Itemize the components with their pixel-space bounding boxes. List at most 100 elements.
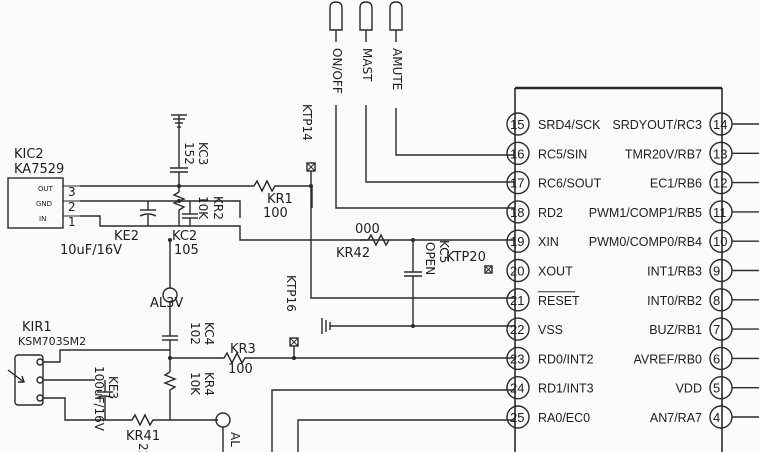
ke3-ref: KE3 bbox=[106, 376, 120, 399]
ic-pin-number: 13 bbox=[713, 146, 727, 161]
kr3-val: 100 bbox=[228, 362, 253, 377]
wire-mast bbox=[365, 105, 515, 183]
connector-mast: MAST bbox=[359, 1, 374, 82]
kr42-val: 000 bbox=[355, 222, 380, 237]
kr42-resistor bbox=[360, 233, 390, 247]
ic-pin-label: PWM0/COMP0/RB4 bbox=[589, 235, 702, 249]
ic-pin-left: 18 RD2 bbox=[506, 200, 563, 224]
ic-pin-number: 21 bbox=[510, 293, 524, 308]
ic-pin-number: 7 bbox=[713, 322, 720, 337]
ic-pin-label: EC1/RB6 bbox=[650, 177, 702, 191]
kc4-val: 102 bbox=[188, 322, 202, 345]
ic-pin-label: RESET bbox=[538, 294, 580, 308]
ktp14-testpoint bbox=[306, 162, 316, 188]
ktp16-testpoint bbox=[289, 337, 299, 360]
connector-amute: AMUTE bbox=[389, 1, 404, 90]
ic-pin-number: 22 bbox=[510, 322, 524, 337]
kr3-resistor bbox=[170, 351, 515, 365]
ic-pin-label: XIN bbox=[538, 235, 559, 249]
kc3-capacitor bbox=[170, 155, 188, 186]
kr1-ref: KR1 bbox=[267, 192, 293, 207]
kic2-pin-3: 3 bbox=[68, 185, 76, 199]
kic2-pin-gnd: GND bbox=[36, 200, 52, 208]
ic-pin-number: 5 bbox=[713, 381, 720, 396]
ic-pin-label: RD1/INT3 bbox=[538, 382, 594, 396]
ic-pin-left: 25 RA0/EC0 bbox=[506, 405, 590, 429]
ground-symbol-vss bbox=[321, 318, 331, 334]
ic-pin-label: AN7/RA7 bbox=[650, 411, 702, 425]
ic-pin-label: RD2 bbox=[538, 206, 563, 220]
kic2-ref: KIC2 bbox=[14, 147, 44, 162]
kr4-ref: KR4 bbox=[202, 372, 216, 396]
ic-pin-right: 14 SRDYOUT/RC3 bbox=[612, 112, 759, 136]
ic-pin-label: VSS bbox=[538, 323, 563, 337]
ic-pin-number: 6 bbox=[713, 351, 720, 366]
kc5-val: OPEN bbox=[423, 242, 437, 275]
ic-pin-left: 22 VSS bbox=[506, 317, 563, 341]
al-terminal bbox=[215, 412, 231, 452]
kc3-val: 152 bbox=[182, 142, 196, 165]
ic-pin-number: 25 bbox=[510, 410, 524, 425]
kic2-pin-out: OUT bbox=[38, 185, 54, 193]
ic-pin-label: RD0/INT2 bbox=[538, 352, 594, 366]
kr2-ref: KR2 bbox=[211, 196, 225, 220]
kic2-pin-2: 2 bbox=[68, 200, 76, 214]
ic-pin-label: PWM1/COMP1/RB5 bbox=[589, 206, 702, 220]
kr41-ref: KR41 bbox=[126, 429, 160, 444]
kr1-resistor bbox=[250, 179, 313, 208]
wire-kic2-gnd bbox=[80, 200, 241, 218]
ic-pin-number: 8 bbox=[713, 293, 720, 308]
ke3-val: 100uF/16V bbox=[92, 366, 106, 432]
ic-pin-label: SRDYOUT/RC3 bbox=[612, 118, 702, 132]
kr1-val: 100 bbox=[263, 206, 288, 221]
kic2-pin-1: 1 bbox=[68, 215, 76, 229]
wire-reset bbox=[310, 186, 515, 299]
ic-pin-label: RC6/SOUT bbox=[538, 177, 602, 191]
ic-pin-left: 24 RD1/INT3 bbox=[506, 376, 594, 400]
kc4-capacitor bbox=[162, 318, 178, 358]
ic-pin-number: 11 bbox=[713, 205, 727, 220]
wire-pin24 bbox=[271, 389, 515, 452]
mast-label: MAST bbox=[360, 48, 374, 82]
ke3-capacitor bbox=[96, 380, 114, 420]
ke2-capacitor bbox=[139, 201, 157, 226]
ic-pin-left: 23 RD0/INT2 bbox=[506, 346, 594, 371]
ic-pin-number: 20 bbox=[510, 264, 524, 279]
kc5-capacitor bbox=[404, 240, 422, 328]
ic-pin-label: XOUT bbox=[538, 265, 573, 279]
amute-label: AMUTE bbox=[390, 48, 404, 90]
kir1-ref: KIR1 bbox=[22, 320, 52, 335]
ktp20-label: KTP20 bbox=[446, 250, 486, 265]
ic-pin-number: 23 bbox=[510, 351, 524, 366]
ic-pin-number: 10 bbox=[713, 234, 727, 249]
ic-pin-label: TMR20V/RB7 bbox=[625, 147, 702, 161]
al-label: AL bbox=[228, 432, 242, 447]
ic-pin-label: RA0/EC0 bbox=[538, 411, 590, 425]
wire-amute bbox=[395, 108, 515, 156]
ic-pin-right: 11 PWM1/COMP1/RB5 bbox=[589, 200, 759, 224]
ic-pin-number: 18 bbox=[510, 205, 524, 220]
kr2-resistor bbox=[172, 186, 186, 226]
ic-pin-number: 9 bbox=[713, 264, 720, 279]
kr4-val: 10K bbox=[188, 372, 202, 396]
ktp20-testpoint bbox=[484, 265, 493, 274]
ic-pin-number: 16 bbox=[510, 146, 524, 161]
ic-pin-number: 24 bbox=[510, 381, 524, 396]
ic-pin-label: SRD4/SCK bbox=[538, 118, 601, 132]
ic-pin-number: 14 bbox=[713, 117, 727, 132]
kr2-val: 10K bbox=[196, 196, 210, 220]
wire-on-off bbox=[335, 105, 515, 209]
ktp14-label: KTP14 bbox=[300, 104, 314, 141]
ic-pin-right: 10 PWM0/COMP0/RB4 bbox=[589, 229, 759, 253]
